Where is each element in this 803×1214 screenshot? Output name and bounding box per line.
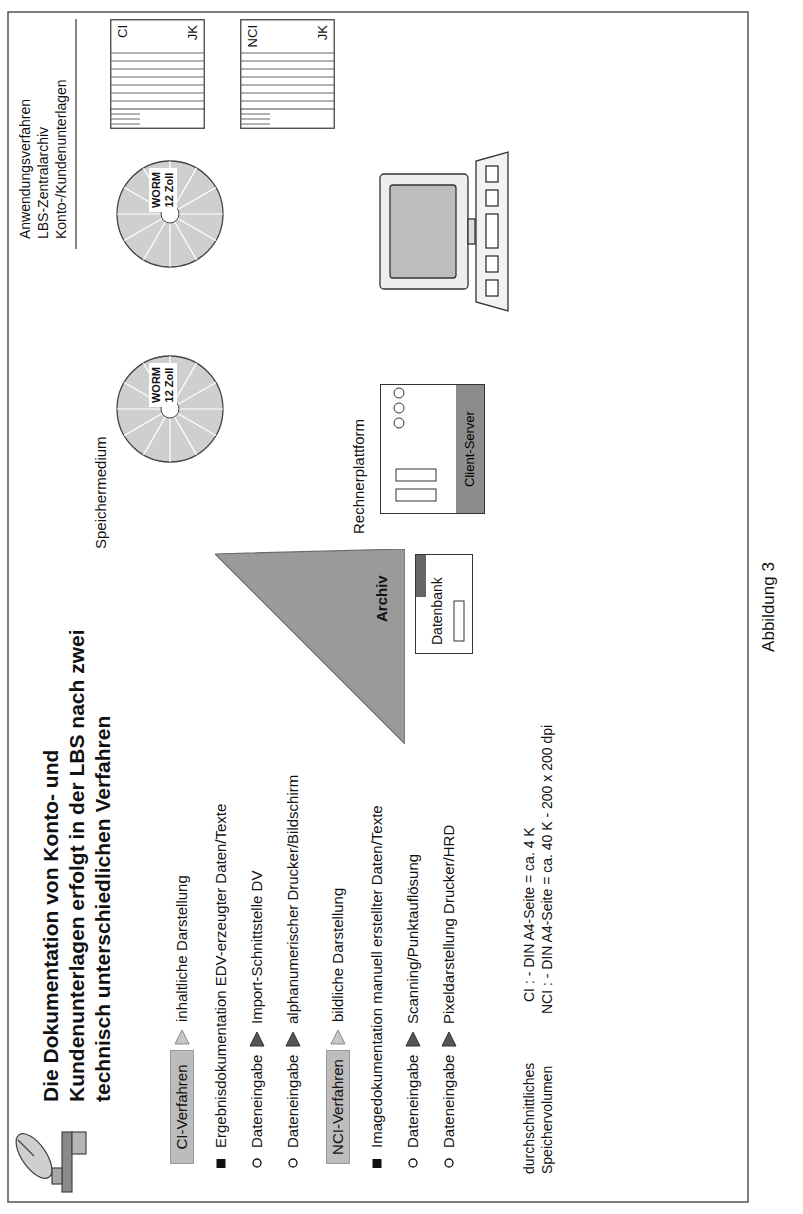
node-text: NCI-Verfahren xyxy=(327,1051,349,1163)
node-text: Client-Server xyxy=(456,385,484,513)
note-text: Speichervolumen xyxy=(538,1066,556,1174)
database-bar xyxy=(416,555,426,597)
figure-frame xyxy=(8,12,748,1202)
header-rule xyxy=(75,19,76,249)
list-text: Scanning/Punktauflösung xyxy=(404,854,422,1024)
list-text: bildliche Darstellung xyxy=(329,888,347,1022)
method-box: CI-Verfahren xyxy=(170,1050,194,1164)
node-text: NCI xyxy=(245,24,260,48)
worm-disc: WORM 12 Zoll xyxy=(115,354,225,464)
diagram-title: Die Dokumentation von Konto- und Kundenu… xyxy=(38,572,116,1102)
list-text: Dateneingabe xyxy=(404,1055,422,1148)
node-text: Archiv xyxy=(373,575,391,622)
group-label: Rechnerplattform xyxy=(350,419,368,534)
list-text: Dateneingabe xyxy=(284,1055,302,1148)
list-text: alphanumerischer Drucker/Bildschirm xyxy=(284,775,302,1024)
header-text: Konto-/Kundenunterlagen xyxy=(52,79,70,239)
list-text: Imagedokumentation manuell erstellter Da… xyxy=(368,805,386,1148)
node-text: JK xyxy=(185,24,200,41)
node-text: JK xyxy=(315,24,330,41)
node-text: WORM 12 Zoll xyxy=(149,363,177,407)
list-text: Import-Schnittstelle DV xyxy=(248,871,266,1024)
server-box: Client-Server xyxy=(380,384,485,514)
header-text: LBS-Zentralarchiv xyxy=(34,127,52,239)
list-text: Dateneingabe xyxy=(440,1055,458,1148)
note-text: NCI : - DIN A4-Seite = ca. 40 K - 200 x … xyxy=(538,725,556,1014)
group-label: Speichermedium xyxy=(92,436,110,549)
workstation-icon xyxy=(380,152,508,311)
database-box: Datenbank xyxy=(415,554,473,654)
list-text: Ergebnisdokumentation EDV-erzeugter Date… xyxy=(212,804,230,1148)
method-box: NCI-Verfahren xyxy=(326,1050,350,1164)
node-text: WORM 12 Zoll xyxy=(149,168,177,212)
note-text: CI : - DIN A4-Seite = ca. 4 K xyxy=(520,827,538,1002)
list-text: inhaltliche Darstellung xyxy=(173,875,191,1022)
archive-triangle: Archiv xyxy=(215,549,405,744)
header-text: Anwendungsverfahren xyxy=(16,99,34,239)
node-text: Datenbank xyxy=(429,577,446,645)
worm-disc: WORM 12 Zoll xyxy=(115,159,225,269)
jukebox-cabinet: CI JK xyxy=(110,19,205,129)
note-text: durchschnittliches xyxy=(520,1063,538,1174)
node-text: CI xyxy=(115,24,130,39)
jukebox-cabinet: NCI JK xyxy=(240,19,335,129)
figure-caption: Abbildung 3 xyxy=(760,0,778,1214)
node-text: CI-Verfahren xyxy=(171,1051,193,1163)
satellite-dish-icon xyxy=(9,1128,86,1192)
list-text: Dateneingabe xyxy=(248,1055,266,1148)
list-text: Pixeldarstellung Drucker/HRD xyxy=(440,825,458,1024)
